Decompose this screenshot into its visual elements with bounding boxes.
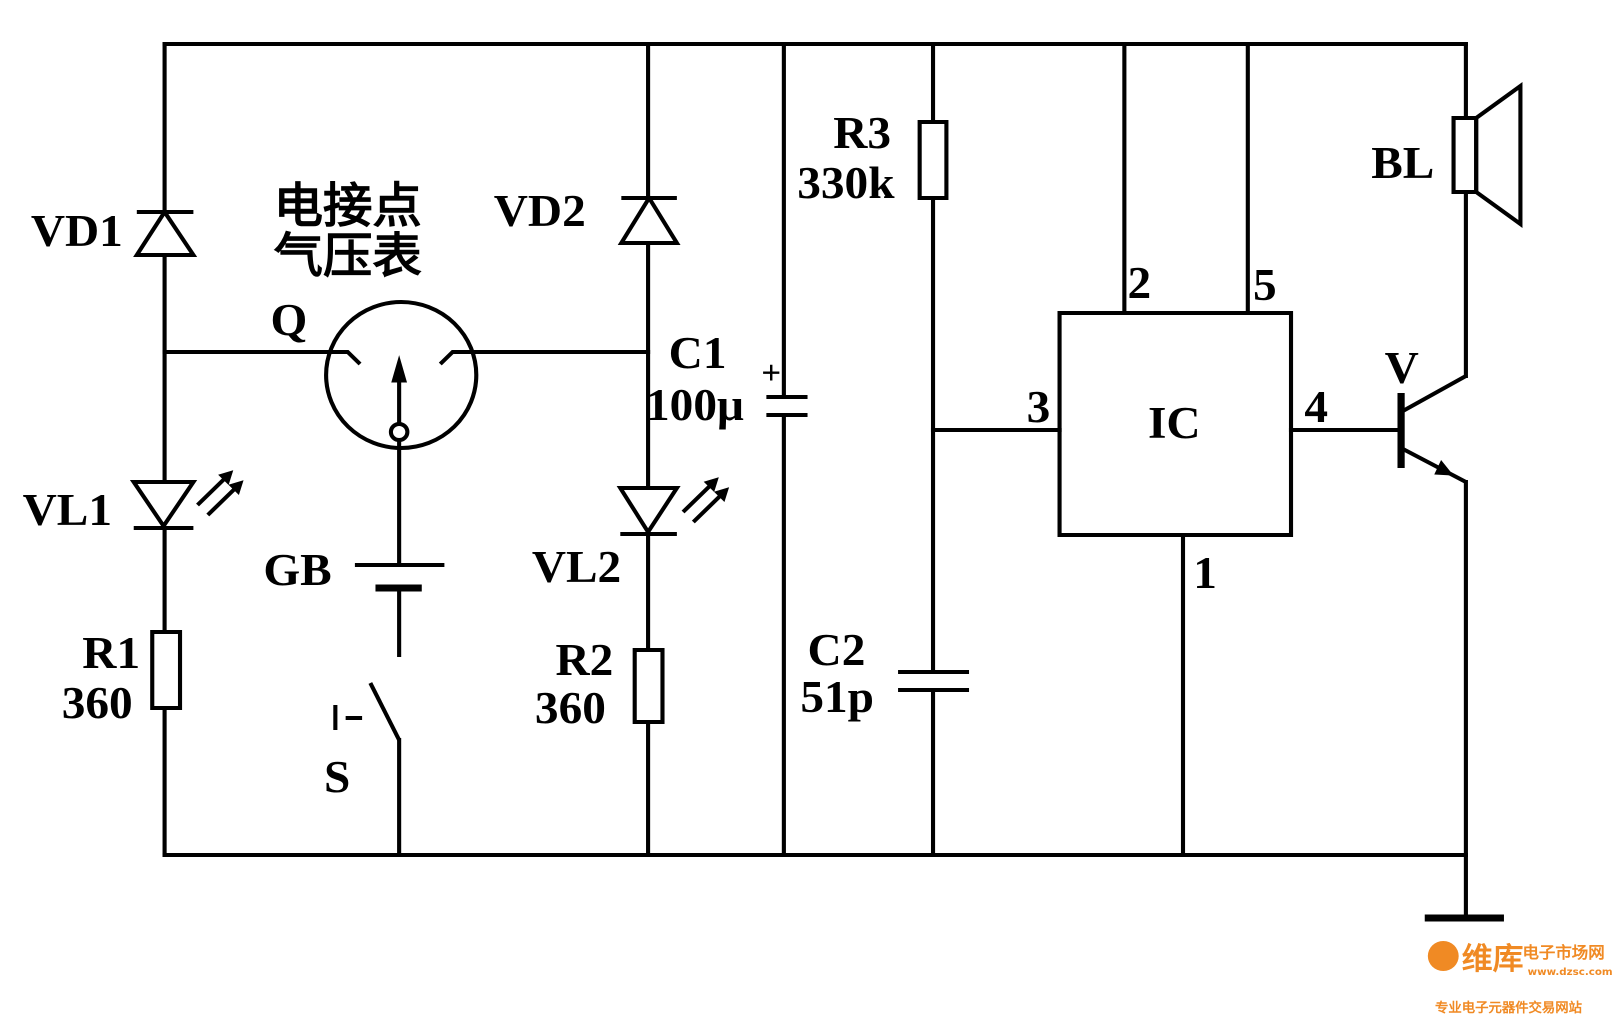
r1-resistor-symbol: [150, 630, 183, 710]
r3-c2-branch: [898, 42, 1062, 857]
gauge-needle-arrowhead: [391, 355, 408, 383]
label-v: V: [1385, 343, 1419, 394]
label-r2: R2: [555, 635, 613, 686]
vd2-diode-symbol: [617, 194, 681, 245]
vd1-diode-symbol: [133, 208, 198, 257]
label-vl2: VL2: [532, 542, 621, 593]
watermark: 维库 电子市场网 www.dzsc.com 专业电子元器件交易网站: [1427, 941, 1613, 1016]
label-vd2: VD2: [494, 186, 586, 237]
vl1-triangle: [129, 480, 198, 530]
transistor-collector: [1400, 374, 1467, 414]
label-r1-value: 360: [62, 678, 133, 729]
label-s: S: [324, 752, 350, 803]
label-pin5: 5: [1253, 260, 1277, 311]
watermark-brand-sub: 电子市场网: [1522, 943, 1604, 962]
label-vd1: VD1: [31, 206, 123, 257]
ground-symbol: [1424, 853, 1504, 922]
ic-block: [1057, 42, 1404, 857]
pressure-gauge-symbol: [324, 300, 479, 450]
label-r3: R3: [833, 108, 891, 159]
vl2-light-arrowhead-1: [703, 477, 719, 492]
label-c2-value: 51p: [800, 672, 874, 723]
label-pin4: 4: [1304, 382, 1328, 433]
gauge-needle-pivot: [388, 422, 410, 442]
label-ic: IC: [1148, 398, 1201, 449]
label-gb: GB: [263, 545, 331, 596]
watermark-logo-icon: [1427, 941, 1459, 971]
label-gauge-line2: 气压表: [274, 229, 422, 284]
r3-resistor-symbol: [917, 120, 949, 200]
label-q: Q: [271, 295, 308, 346]
gauge-left-contact: [327, 350, 362, 366]
switch-blade: [368, 682, 401, 741]
transistor-symbol: [1397, 190, 1468, 857]
label-pin1: 1: [1193, 548, 1217, 599]
vl2-triangle: [616, 486, 681, 536]
label-c1-polarity: +: [761, 354, 781, 391]
label-pin2: 2: [1127, 258, 1151, 309]
transistor-emitter-arrowhead: [1434, 460, 1454, 476]
vl1-led-symbol: [129, 470, 244, 530]
r2-resistor-symbol: [632, 648, 665, 724]
vl2-light-arrow-2: [691, 494, 722, 524]
watermark-url: www.dzsc.com: [1528, 967, 1613, 978]
battery-switch-branch: [333, 438, 445, 857]
vl2-light-arrow-1: [681, 484, 712, 514]
vl1-light-arrow-1: [196, 477, 226, 507]
vl1-light-arrow-2: [206, 487, 236, 517]
label-r2-value: 360: [535, 683, 606, 734]
transistor-emitter: [1400, 446, 1467, 484]
c1-capacitor-branch: [766, 42, 808, 857]
vl2-led-symbol: [616, 477, 730, 536]
label-c1-value: 100μ: [646, 380, 744, 431]
label-c1: C1: [669, 328, 727, 379]
middle-branch: [616, 42, 730, 857]
label-bl: BL: [1371, 138, 1434, 189]
label-vl1: VL1: [23, 485, 112, 536]
label-c2: C2: [808, 625, 866, 676]
speaker-magnet: [1451, 116, 1479, 194]
watermark-brand: 维库: [1462, 942, 1524, 977]
speaker-cone: [1474, 82, 1523, 228]
speaker-symbol: [1451, 42, 1523, 228]
ic-body: [1057, 311, 1294, 537]
vl1-light-arrowhead-1: [218, 470, 234, 485]
label-pin3: 3: [1027, 382, 1051, 433]
vd2-anode-triangle: [617, 194, 681, 245]
vl2-light-arrowhead-2: [713, 487, 730, 502]
left-branch: [129, 42, 330, 857]
label-r3-value: 330k: [797, 158, 894, 209]
watermark-tagline: 专业电子元器件交易网站: [1435, 999, 1582, 1016]
label-gauge-line1: 电接点: [274, 179, 422, 234]
vd1-anode-triangle: [133, 208, 198, 257]
vl1-light-arrowhead-2: [228, 480, 244, 495]
label-r1: R1: [82, 628, 140, 679]
gauge-right-contact: [438, 350, 476, 366]
